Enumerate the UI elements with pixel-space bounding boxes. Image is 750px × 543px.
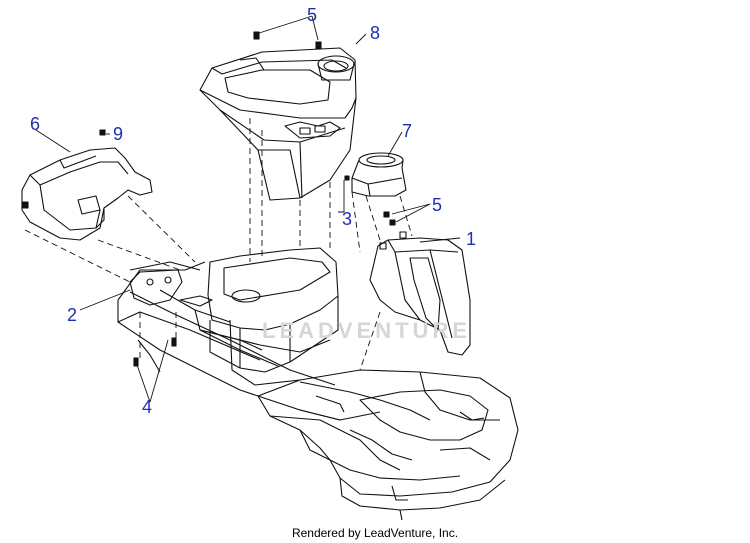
floor-pan — [257, 369, 519, 521]
callout-5-right: 5 — [432, 195, 443, 215]
assembly-lines — [24, 118, 413, 371]
leader-lines — [35, 15, 461, 403]
callout-7: 7 — [402, 121, 413, 141]
callout-8: 8 — [370, 23, 381, 43]
part-8-console — [199, 47, 357, 201]
callout-9: 9 — [113, 124, 124, 144]
part-7-cap — [344, 152, 407, 197]
callout-3: 3 — [342, 209, 353, 229]
part-2-bracket — [129, 269, 183, 306]
callout-1: 1 — [466, 229, 477, 249]
fasteners — [133, 31, 396, 367]
part-6-shroud — [21, 129, 153, 241]
frame — [199, 247, 339, 386]
chassis — [117, 261, 381, 421]
callout-4: 4 — [142, 397, 153, 417]
part-1-pod — [369, 231, 471, 356]
footer-credit: Rendered by LeadVenture, Inc. — [291, 526, 459, 540]
callout-6: 6 — [30, 114, 41, 134]
callout-2: 2 — [67, 305, 78, 325]
watermark: LEADVENTURE — [262, 318, 472, 343]
callout-5-top: 5 — [307, 5, 318, 25]
